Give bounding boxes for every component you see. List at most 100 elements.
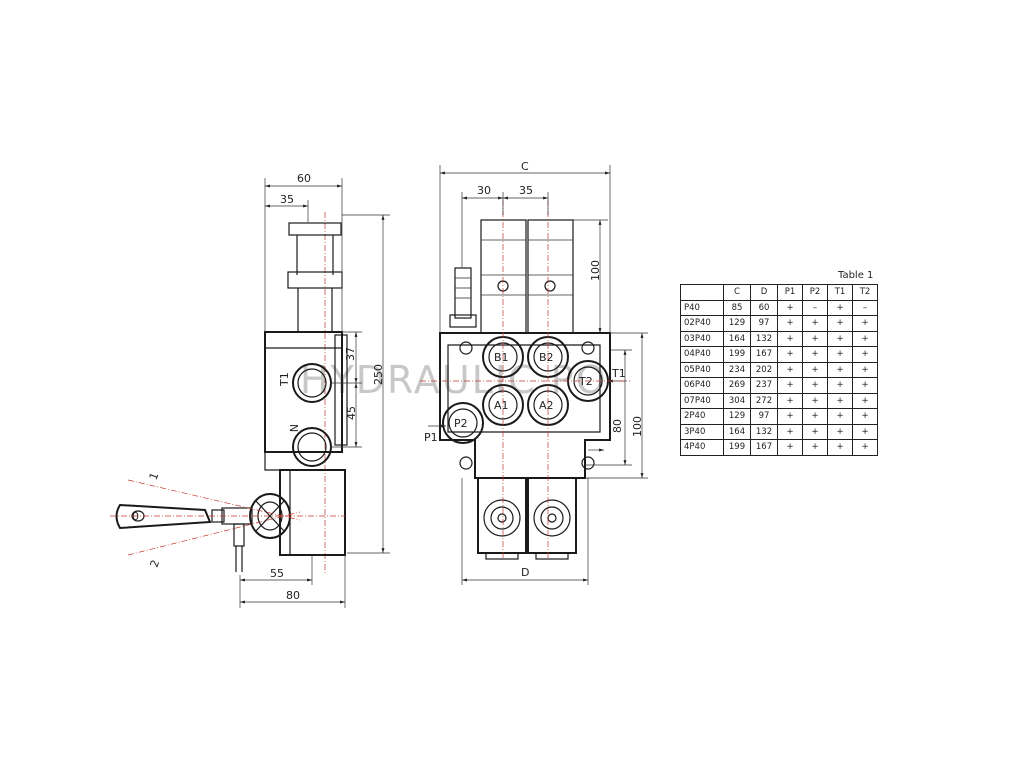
dim-30: 30 — [477, 184, 491, 197]
table-cell: + — [777, 346, 803, 363]
lever-pos2-line — [127, 511, 301, 556]
table-cell: + — [802, 315, 828, 332]
side-port-t1-label: T1 — [278, 372, 291, 387]
table-cell: + — [827, 423, 853, 440]
front-actuator-1 — [477, 477, 527, 554]
table-cell: + — [802, 439, 828, 456]
table-cell: 129 — [723, 408, 751, 425]
side-lever-housing — [279, 469, 346, 556]
watermark: HYDRAULIC PO — [300, 358, 608, 402]
port-b2-label: B2 — [539, 351, 554, 364]
table-cell: + — [852, 346, 878, 363]
table-cell: + — [777, 408, 803, 425]
dim-55: 55 — [270, 567, 284, 580]
table-cell-model: 2P40 — [680, 408, 724, 425]
table-cell: + — [852, 408, 878, 425]
table-cell-model: 3P40 — [680, 423, 724, 440]
side-view: T1 N 0 1 2 60 3 — [110, 172, 390, 608]
table-cell: + — [827, 330, 853, 347]
table-header: P2 — [802, 284, 828, 301]
table-cell: + — [802, 392, 828, 409]
table-cell: + — [802, 423, 828, 440]
table-cell: + — [827, 408, 853, 425]
table-header — [680, 284, 724, 301]
table-cell: + — [852, 439, 878, 456]
table-cell: 199 — [723, 346, 751, 363]
table-header: T2 — [852, 284, 878, 301]
dim-d: D — [521, 566, 529, 579]
table-cell: + — [852, 315, 878, 332]
table-cell: 129 — [723, 315, 751, 332]
port-a1-label: A1 — [494, 399, 509, 412]
table-title: Table 1 — [838, 270, 874, 281]
table-header: T1 — [827, 284, 853, 301]
table-cell: 269 — [723, 377, 751, 394]
table-cell: 167 — [750, 439, 778, 456]
table-cell-model: 4P40 — [680, 439, 724, 456]
dim-45: 45 — [345, 406, 358, 420]
table-cell: + — [777, 377, 803, 394]
table-cell: + — [802, 330, 828, 347]
table-cell: + — [827, 299, 853, 316]
table-cell: 237 — [750, 377, 778, 394]
table-cell: + — [827, 315, 853, 332]
table-cell: 199 — [723, 439, 751, 456]
front-view: B1 B2 A1 A2 T2 P2 P1 T1 — [420, 160, 648, 585]
table-cell: 85 — [723, 299, 751, 316]
table-cell: + — [777, 361, 803, 378]
table-cell: + — [852, 377, 878, 394]
dim-35-side: 35 — [280, 193, 294, 206]
table-cell: 202 — [750, 361, 778, 378]
dim-100-right: 100 — [631, 416, 644, 437]
dim-80-side: 80 — [286, 589, 300, 602]
table-cell: 97 — [750, 315, 778, 332]
side-spool-collar — [287, 271, 343, 289]
dim-80-front: 80 — [611, 419, 624, 433]
front-body — [439, 332, 611, 479]
table-cell: + — [802, 408, 828, 425]
table-cell-model: 03P40 — [680, 330, 724, 347]
table-cell: + — [852, 330, 878, 347]
dim-250: 250 — [372, 364, 385, 385]
relief-valve — [454, 267, 472, 319]
dim-35-front: 35 — [519, 184, 533, 197]
table-cell: + — [827, 439, 853, 456]
side-port-n-label: N — [287, 424, 300, 432]
dim-c: C — [521, 160, 529, 173]
table-header-row: C D P1 P2 T1 T2 — [680, 284, 878, 301]
lever-pos0-label: 0 — [132, 510, 139, 523]
front-actuator-2 — [527, 477, 577, 554]
table-cell-model: 07P40 — [680, 392, 724, 409]
table-cell: + — [802, 346, 828, 363]
table-cell-model: P40 — [680, 299, 724, 316]
table-cell-model: 06P40 — [680, 377, 724, 394]
table-cell: + — [827, 346, 853, 363]
table-cell: + — [777, 299, 803, 316]
table-header: C — [723, 284, 751, 301]
table-cell: 164 — [723, 330, 751, 347]
table-cell: – — [852, 299, 878, 316]
port-t2-label: T2 — [578, 375, 593, 388]
table-cell: + — [777, 330, 803, 347]
table-cell: + — [852, 423, 878, 440]
table-cell: + — [852, 361, 878, 378]
table-cell: + — [802, 361, 828, 378]
table-cell: 164 — [723, 423, 751, 440]
dim-37: 37 — [344, 347, 357, 361]
table-cell: + — [777, 423, 803, 440]
table-cell-model: 05P40 — [680, 361, 724, 378]
table-cell-model: 04P40 — [680, 346, 724, 363]
table-cell-model: 02P40 — [680, 315, 724, 332]
table-cell: 132 — [750, 330, 778, 347]
dim-100-top: 100 — [589, 260, 602, 281]
